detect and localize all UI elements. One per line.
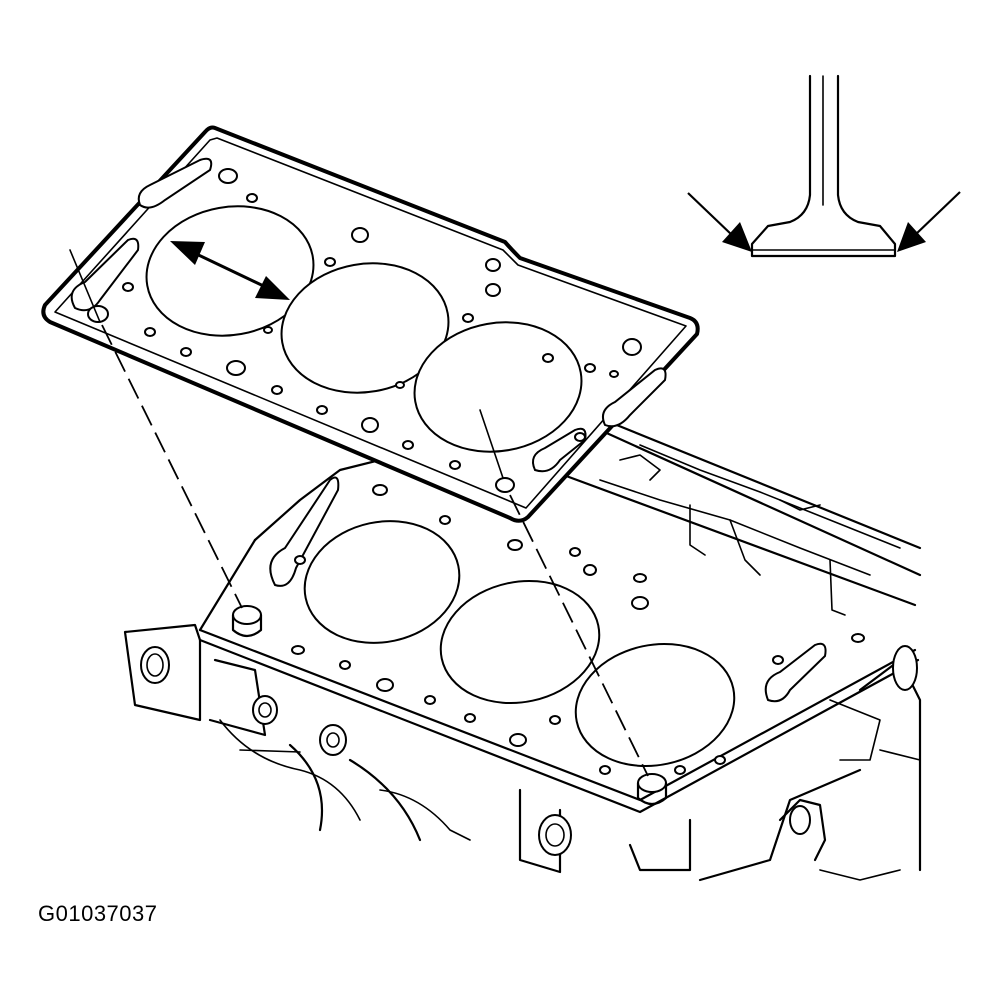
dowel-alignment-lines <box>69 249 649 777</box>
figure-id-label: G01037037 <box>38 901 158 926</box>
valve-arrow-left <box>687 192 752 252</box>
engine-block <box>123 378 922 882</box>
valve-arrow-right <box>897 191 961 252</box>
dowel-pin-left <box>231 605 263 638</box>
head-gasket <box>41 125 700 523</box>
dowel-pin-right <box>636 773 668 806</box>
bore-diameter-arrow <box>170 241 290 300</box>
valve-inset <box>687 74 961 258</box>
